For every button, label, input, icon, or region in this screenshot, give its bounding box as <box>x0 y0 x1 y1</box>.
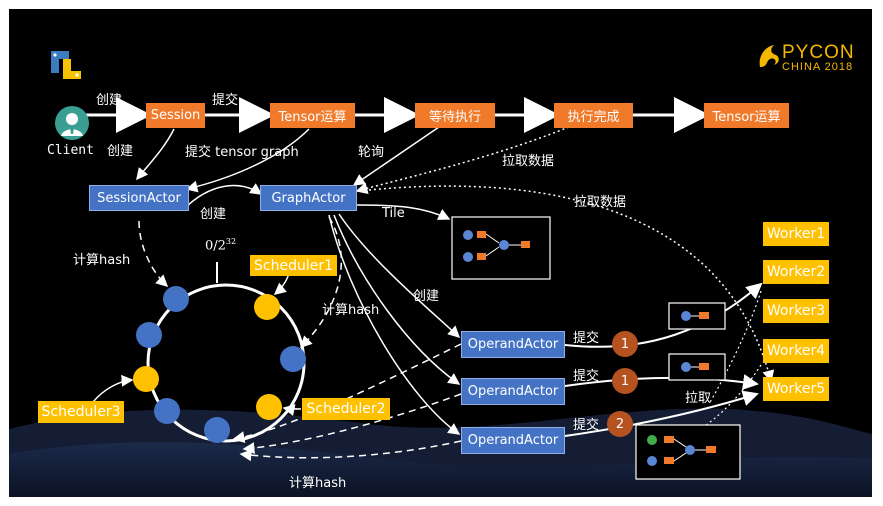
task-count-badge: 1 <box>612 331 638 357</box>
operand-actor-node: OperandActor <box>461 427 565 454</box>
worker-node: Worker3 <box>763 299 829 323</box>
create-label: 创建 <box>96 93 123 108</box>
hash-label: 计算hash <box>73 253 131 268</box>
diagram-canvas <box>9 97 872 497</box>
tensor-op-result-node: Tensor运算 <box>704 103 789 128</box>
brand-title: PYCON <box>782 42 855 63</box>
hash-label: 计算hash <box>322 303 380 318</box>
pycon-brand: PYCON CHINA 2018 <box>782 43 855 73</box>
ring-origin-label: 0/232 <box>205 237 237 254</box>
wave-front <box>9 442 872 497</box>
worker-node: Worker5 <box>763 377 829 401</box>
graph-actor-node: GraphActor <box>260 185 357 211</box>
ring-node <box>133 366 159 392</box>
session-actor-node: SessionActor <box>89 185 189 211</box>
exec-done-node: 执行完成 <box>554 103 633 128</box>
python-logo-icon <box>51 51 81 79</box>
session-node: Session <box>146 103 205 128</box>
operand-actor-node: OperandActor <box>461 378 565 405</box>
task-count-badge: 2 <box>607 411 633 437</box>
pull-data-label: 拉取数据 <box>574 195 627 210</box>
client-label: Client <box>47 143 94 158</box>
create-ops-label: 创建 <box>413 289 440 304</box>
submit-label: 提交 <box>573 418 600 433</box>
create-label: 创建 <box>107 144 134 159</box>
submit-label: 提交 <box>573 369 600 384</box>
ring-node <box>154 398 180 424</box>
user-avatar-icon <box>55 106 89 140</box>
create-actor-label: 创建 <box>200 207 227 222</box>
slide: PYCON CHINA 2018 <box>9 9 872 497</box>
tile-label: Tile <box>382 206 405 221</box>
ring-node <box>254 294 280 320</box>
pull-data-label: 拉取数据 <box>502 154 555 169</box>
ring-node <box>136 322 162 348</box>
submit-graph-label: 提交 tensor graph <box>185 145 299 160</box>
tile-graph-box <box>451 216 551 280</box>
scheduler-node: Scheduler2 <box>302 398 390 420</box>
scheduler-node: Scheduler3 <box>38 401 124 423</box>
ring-node <box>280 346 306 372</box>
submit-label: 提交 <box>212 93 239 108</box>
brand-subtitle: CHINA 2018 <box>782 61 854 73</box>
scheduler-node: Scheduler1 <box>250 255 337 276</box>
submit-label: 提交 <box>573 331 600 346</box>
ring-node <box>163 286 189 312</box>
task-count-badge: 1 <box>612 368 638 394</box>
wait-exec-node: 等待执行 <box>415 103 495 128</box>
dragon-logo-icon <box>759 45 779 67</box>
pull-label: 拉取 <box>685 391 712 406</box>
worker-node: Worker2 <box>763 260 829 284</box>
ring-node <box>256 394 282 420</box>
worker-node: Worker1 <box>763 222 829 246</box>
poll-label: 轮询 <box>358 145 385 160</box>
hash-label: 计算hash <box>289 476 347 491</box>
tensor-op-node: Tensor运算 <box>270 103 355 128</box>
worker-node: Worker4 <box>763 339 829 363</box>
operand-actor-node: OperandActor <box>461 331 565 358</box>
ring-node <box>204 417 230 443</box>
